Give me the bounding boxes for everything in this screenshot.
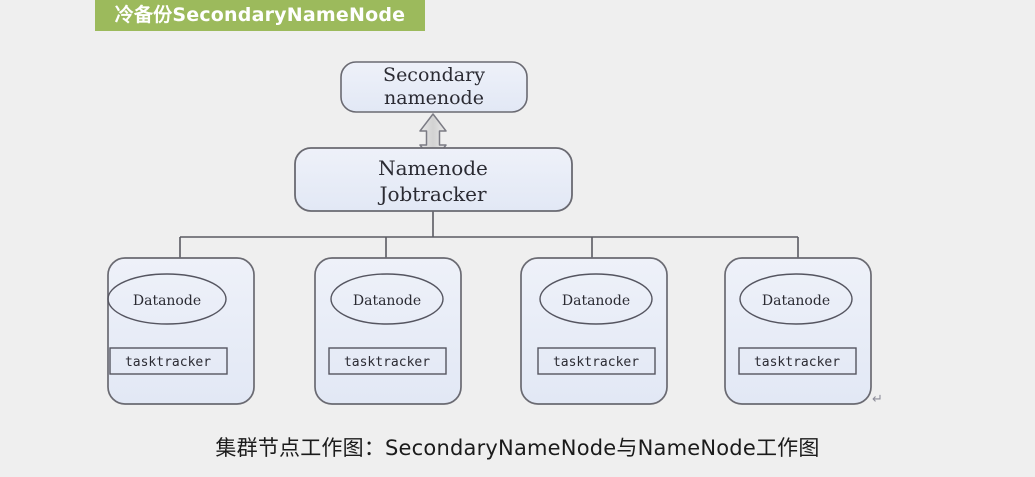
worker-node-4-tasktracker-label: tasktracker <box>754 355 840 370</box>
worker-node-4[interactable]: Datanode tasktracker <box>724 257 872 405</box>
secondary-namenode-node[interactable]: Secondary namenode <box>340 61 528 113</box>
secondary-namenode-box <box>340 61 528 113</box>
master-node[interactable]: Namenode Jobtracker <box>294 147 573 212</box>
master-node-label-line2: Jobtracker <box>377 182 487 206</box>
master-node-box <box>294 147 573 212</box>
worker-node-2-datanode-label: Datanode <box>353 293 421 309</box>
secondary-namenode-label-line1: Secondary <box>383 64 485 86</box>
diagram-canvas: Secondary namenode Namenode Jobtracker D… <box>107 61 872 405</box>
worker-node-4-datanode-ellipse <box>739 273 853 325</box>
cluster-topology-diagram: Secondary namenode Namenode Jobtracker D… <box>107 61 872 405</box>
worker-node-1-box <box>107 257 255 405</box>
diagram-caption-text: 集群节点工作图：SecondaryNameNode与NameNode工作图 <box>215 436 820 460</box>
worker-node-2-tasktracker-label: tasktracker <box>344 355 430 370</box>
worker-node-3-tasktracker-box <box>537 347 656 375</box>
worker-node-1-datanode-label: Datanode <box>133 293 201 309</box>
worker-node-3-tasktracker-label: tasktracker <box>553 355 639 370</box>
tree-connectors <box>179 211 799 258</box>
title-banner: 冷备份SecondaryNameNode <box>95 0 425 31</box>
worker-node-1[interactable]: Datanode tasktracker <box>107 257 255 405</box>
worker-node-1-tasktracker-label: tasktracker <box>125 355 211 370</box>
secondary-namenode-label-line2: namenode <box>384 87 484 109</box>
worker-node-2-tasktracker-box <box>328 347 447 375</box>
paragraph-mark-artifact: ↵ <box>872 392 883 407</box>
worker-node-1-tasktracker-box <box>109 347 228 375</box>
title-banner-text: 冷备份SecondaryNameNode <box>114 4 406 26</box>
diagram-caption: 集群节点工作图：SecondaryNameNode与NameNode工作图 <box>0 432 1035 462</box>
worker-node-2[interactable]: Datanode tasktracker <box>314 257 462 405</box>
worker-node-3-datanode-ellipse <box>539 273 653 325</box>
worker-node-2-box <box>314 257 462 405</box>
worker-node-3[interactable]: Datanode tasktracker <box>520 257 668 405</box>
worker-node-3-box <box>520 257 668 405</box>
worker-node-4-box <box>724 257 872 405</box>
worker-node-4-datanode-label: Datanode <box>762 293 830 309</box>
worker-node-1-datanode-ellipse <box>107 273 227 325</box>
master-node-label-line1: Namenode <box>378 156 488 180</box>
worker-node-2-datanode-ellipse <box>330 273 444 325</box>
worker-node-3-datanode-label: Datanode <box>562 293 630 309</box>
worker-node-4-tasktracker-box <box>738 347 857 375</box>
